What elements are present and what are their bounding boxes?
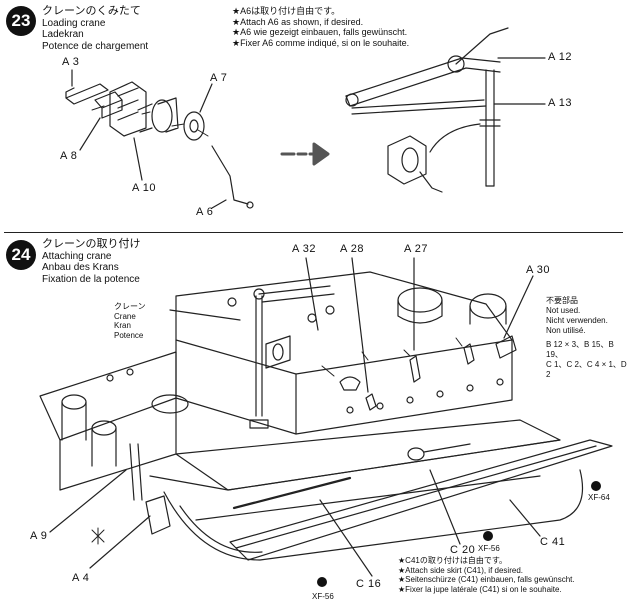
note-jp: ★C41の取り付けは自由です。 [398, 556, 508, 565]
title-de: Anbau des Krans [42, 262, 119, 273]
step-number-23: 23 [6, 6, 36, 36]
title-fr: Potence de chargement [42, 40, 149, 52]
part-label-a27: A 27 [404, 243, 429, 255]
step-24-title: クレーンの取り付け Attaching crane Anbau des Kran… [42, 238, 141, 285]
part-label-a13: A 13 [548, 97, 573, 109]
part-label-a10: A 10 [132, 182, 157, 194]
title-jp: クレーンの取り付け [42, 238, 141, 250]
part-label-a4: A 4 [72, 572, 90, 584]
crane-en: Crane [114, 311, 136, 321]
part-label-a6: A 6 [196, 206, 214, 218]
note-en: ★Attach A6 as shown, if desired. [232, 16, 364, 27]
title-en: Attaching crane [42, 250, 112, 262]
note-de: ★A6 wie gezeigt einbauen, falls gewünsch… [232, 27, 408, 37]
note-fr: ★Fixer la jupe latérale (C41) si on le s… [398, 584, 562, 594]
crane-de: Kran [114, 321, 131, 330]
title-fr: Fixation de la potence [42, 273, 140, 285]
unused-parts-b: B 12 × 3、B 15、B 19、 [546, 340, 614, 359]
part-label-a7: A 7 [210, 72, 228, 84]
unused-parts-list: 不要部品 Not used. Nicht verwenden. Non util… [546, 296, 627, 380]
step-number-text: 23 [11, 11, 31, 30]
part-label-a3: A 3 [62, 56, 80, 68]
part-label-a12: A 12 [548, 51, 573, 63]
crane-jp: クレーン [114, 302, 146, 311]
unused-parts-cd: C 1、C 2、C 4 × 1、D 2 [546, 360, 627, 379]
unused-en: Not used. [546, 306, 581, 315]
paint-label-xf56-upper: XF-56 [478, 544, 500, 553]
step-23-title: クレーンのくみたて Loading crane Ladekran Potence… [42, 5, 149, 52]
step-24-note: ★C41の取り付けは自由です。 ★Attach side skirt (C41)… [398, 556, 575, 594]
unused-de: Nicht verwenden. [546, 316, 608, 325]
crane-exploded-parts [65, 69, 254, 209]
paint-markers [317, 481, 601, 587]
unused-fr: Non utilisé. [546, 326, 586, 335]
assembly-arrows [91, 105, 209, 137]
note-jp: ★A6は取り付け自由です。 [232, 6, 341, 16]
step-23-note: ★A6は取り付け自由です。 ★Attach A6 as shown, if de… [232, 6, 409, 48]
note-fr: ★Fixer A6 comme indiqué, si on le souhai… [232, 37, 410, 48]
paint-label-xf64: XF-64 [588, 493, 610, 502]
note-de: ★Seitenschürze (C41) einbauen, falls gew… [398, 575, 575, 584]
part-label-a28: A 28 [340, 243, 365, 255]
step-divider [4, 232, 623, 233]
flow-arrow [280, 142, 330, 166]
part-label-a32: A 32 [292, 243, 317, 255]
title-de: Ladekran [42, 29, 84, 40]
unused-jp: 不要部品 [546, 296, 578, 305]
glue-symbol [91, 527, 105, 545]
step-number-24: 24 [6, 240, 36, 270]
paint-label-xf56-lower: XF-56 [312, 592, 334, 601]
part-label-a8: A 8 [60, 150, 78, 162]
vehicle-hull [39, 257, 613, 577]
step-number-text: 24 [11, 245, 31, 264]
part-label-c41: C 41 [540, 536, 566, 548]
title-en: Loading crane [42, 17, 106, 29]
title-jp: クレーンのくみたて [42, 5, 141, 17]
crane-fr: Potence [114, 330, 144, 340]
part-label-c20: C 20 [450, 544, 476, 556]
assembled-crane [345, 27, 546, 193]
part-label-a30: A 30 [526, 264, 551, 276]
note-en: ★Attach side skirt (C41), if desired. [398, 565, 523, 575]
crane-callout: クレーン Crane Kran Potence [114, 302, 146, 340]
part-label-c16: C 16 [356, 578, 382, 590]
part-label-a9: A 9 [30, 530, 48, 542]
